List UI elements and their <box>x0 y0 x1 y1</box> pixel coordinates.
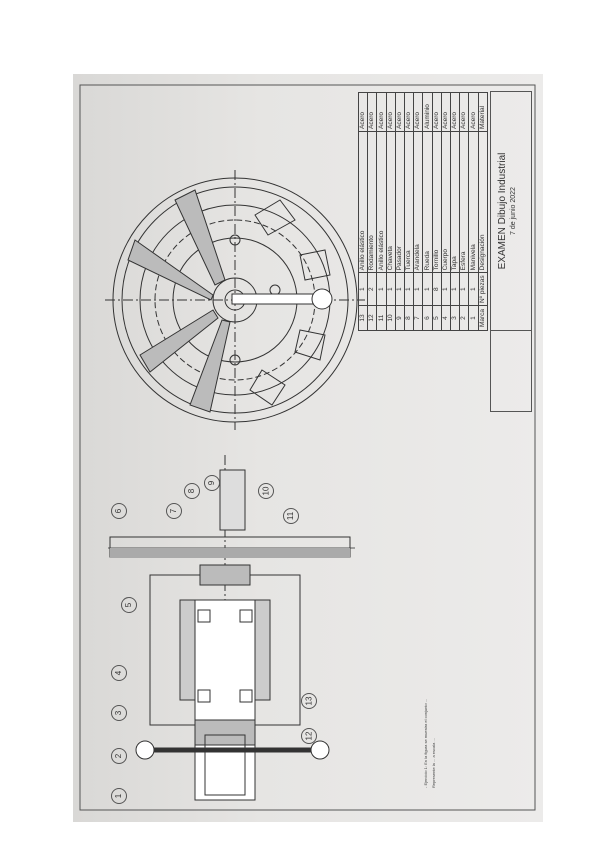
cell: 1 <box>468 305 479 331</box>
cell: 1 <box>358 272 368 306</box>
balloon-13: 13 <box>301 693 317 709</box>
cell: Designación <box>478 131 488 273</box>
balloon-12: 12 <box>301 728 317 744</box>
balloon-11: 11 <box>283 508 299 524</box>
cell: 2 <box>459 305 469 331</box>
cell: 1 <box>413 272 423 306</box>
cell: Acero <box>358 92 368 132</box>
exam-title: EXAMEN Dibujo Industrial <box>497 152 508 270</box>
cell: 12 <box>367 305 377 331</box>
cell: Material <box>478 92 488 132</box>
cell: Acero <box>376 92 387 132</box>
cell: 8 <box>404 305 414 331</box>
cell: 1 <box>450 272 460 306</box>
cell: Acero <box>404 92 414 132</box>
cell: Acero <box>395 92 405 132</box>
cell: 6 <box>422 305 433 331</box>
cell: 1 <box>376 272 387 306</box>
cell: Chaveta <box>386 131 396 273</box>
balloon-9: 9 <box>204 475 220 491</box>
cell: Rodamiento <box>367 131 377 273</box>
cell: 3 <box>450 305 460 331</box>
cell: Nº piezas <box>478 272 488 306</box>
cell: Acero <box>386 92 396 132</box>
cell: 7 <box>413 305 423 331</box>
exercise-line-2: Represente la ... a escala ... <box>431 738 436 788</box>
cell: Pasador <box>395 131 405 273</box>
balloon-3: 3 <box>111 705 127 721</box>
cell: Arandela <box>413 131 423 273</box>
title-block: EXAMEN Dibujo Industrial 7 de junio 2022 <box>490 91 532 331</box>
cell: Marca <box>478 305 488 331</box>
balloon-5: 5 <box>121 597 137 613</box>
cell: Tapa <box>450 131 460 273</box>
cell: Tuerca <box>404 131 414 273</box>
assembly-side-view <box>108 455 355 801</box>
cell: Acero <box>468 92 479 132</box>
cell: Manivela <box>468 131 479 273</box>
cell: Acero <box>367 92 377 132</box>
cell: Anillo elástico <box>358 131 368 273</box>
cell: Tornillo <box>432 131 442 273</box>
balloon-10: 10 <box>258 483 274 499</box>
balloon-7: 7 <box>166 503 182 519</box>
cell: Acero <box>450 92 460 132</box>
cell: Aluminio <box>422 92 433 132</box>
balloon-2: 2 <box>111 748 127 764</box>
cell: Acero <box>459 92 469 132</box>
exam-date: 7 de junio 2022 <box>510 187 517 235</box>
cell: 1 <box>468 272 479 306</box>
cell: Rueda <box>422 131 433 273</box>
cell: Acero <box>413 92 423 132</box>
cell: 8 <box>432 272 442 306</box>
cell: Esfera <box>459 131 469 273</box>
cell: 1 <box>395 272 405 306</box>
wheel-front-view <box>105 170 365 430</box>
cell: 1 <box>441 272 451 306</box>
cell: 1 <box>459 272 469 306</box>
sheet-border <box>79 84 536 811</box>
cell: 1 <box>422 272 433 306</box>
balloon-8: 8 <box>184 483 200 499</box>
cell: 4 <box>441 305 451 331</box>
name-box <box>490 330 532 412</box>
cell: Acero <box>441 92 451 132</box>
cell: 11 <box>376 305 387 331</box>
balloon-4: 4 <box>111 665 127 681</box>
cell: 10 <box>386 305 396 331</box>
balloon-1: 1 <box>111 788 127 804</box>
balloon-6: 6 <box>111 503 127 519</box>
cell: 1 <box>404 272 414 306</box>
cell: 5 <box>432 305 442 331</box>
cell: Anillo elástico <box>376 131 387 273</box>
exercise-line-1: - Ejercicio 1: En la figura se muestra e… <box>423 698 428 788</box>
cell: Cuerpo <box>441 131 451 273</box>
cell: 9 <box>395 305 405 331</box>
cell: 2 <box>367 272 377 306</box>
cell: 1 <box>386 272 396 306</box>
cell: 13 <box>358 305 368 331</box>
cell: Acero <box>432 92 442 132</box>
exercise-statement: - Ejercicio 1: En la figura se muestra e… <box>422 468 438 788</box>
